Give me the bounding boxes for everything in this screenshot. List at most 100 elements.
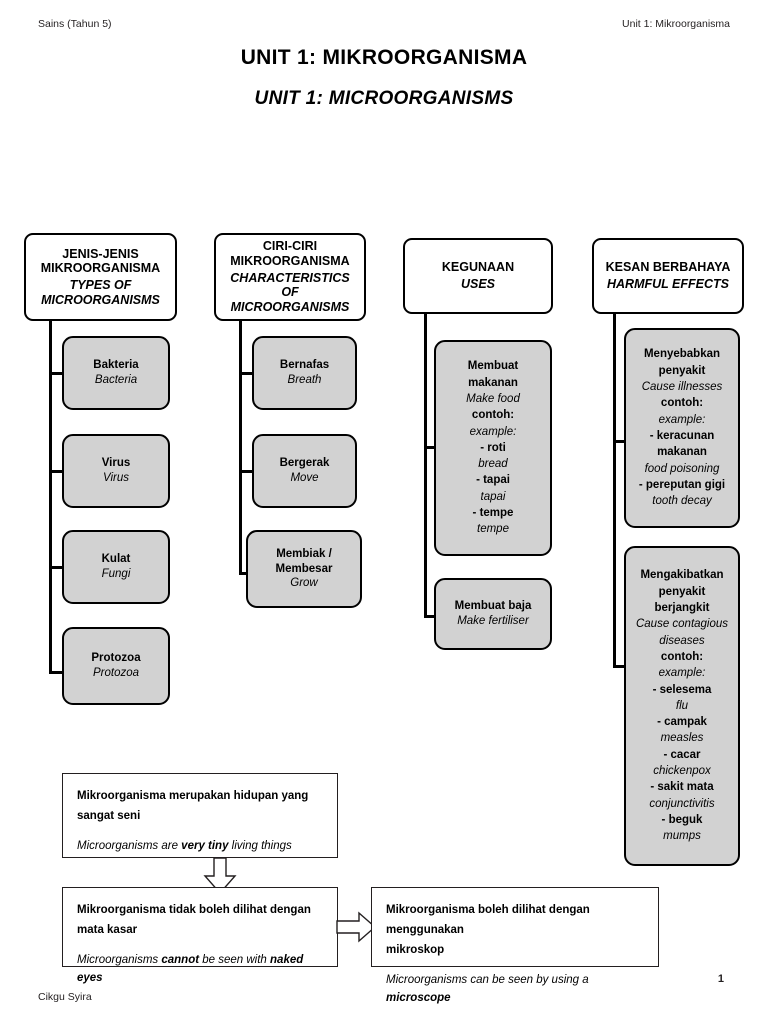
node-label-ms: - keracunan [649, 430, 715, 442]
node-label-en: Virus [103, 472, 129, 484]
statement-ms-line1: Mikroorganisma merupakan hidupan yang [77, 790, 309, 802]
node-label-ms: contoh: [660, 397, 704, 410]
statement-en-emphasis: microscope [386, 991, 451, 1004]
column-header-types[interactable]: JENIS-JENIS MIKROORGANISMA TYPES OF MICR… [24, 233, 177, 321]
connector-stub [49, 566, 63, 569]
node-protozoa[interactable]: Protozoa Protozoa [62, 627, 170, 705]
statement-en-pre: Microorganisms are [77, 840, 182, 853]
node-label-ms: contoh: [660, 650, 704, 663]
node-label-en: example: [469, 425, 517, 438]
node-virus[interactable]: Virus Virus [62, 434, 170, 508]
node-membiak-membesar[interactable]: Membiak / Membesar Grow [246, 530, 362, 608]
column-header-characteristics[interactable]: CIRI-CIRI MIKROORGANISMA CHARACTERISTICS… [214, 233, 366, 321]
node-label-en: Make fertiliser [457, 615, 529, 627]
node-label-ms: - tapai [476, 474, 510, 487]
connector-trunk-characteristics [239, 321, 242, 574]
node-label-en: tempe [477, 523, 509, 536]
statement-ms-line1: Mikroorganisma boleh dilihat dengan meng… [386, 904, 590, 937]
node-bergerak[interactable]: Bergerak Move [252, 434, 357, 508]
node-label-en: tapai [480, 490, 506, 503]
node-label-ms: Membiak / [276, 547, 332, 560]
column-header-harmful-effects[interactable]: KESAN BERBAHAYA HARMFUL EFFECTS [592, 238, 744, 314]
column-header-label-ms: CIRI-CIRI MIKROORGANISMA [230, 239, 350, 268]
node-penyakit-berjangkit[interactable]: Mengakibatkan penyakit berjangkit Cause … [624, 546, 740, 866]
page-title-english: UNIT 1: MICROORGANISMS [254, 88, 514, 109]
node-label-en: food poisoning [644, 462, 720, 475]
arrow-down-icon [203, 857, 237, 895]
node-label-en: conjunctivitis [649, 797, 715, 810]
statement-ms: Mikroorganisma merupakan hidupan yang sa… [77, 786, 323, 826]
statement-ms: Mikroorganisma tidak boleh dilihat denga… [77, 900, 323, 940]
statement-box-naked-eyes[interactable]: Mikroorganisma tidak boleh dilihat denga… [62, 887, 338, 984]
node-label-ms: - sakit mata [650, 781, 714, 794]
node-menyebabkan-penyakit[interactable]: Menyebabkan penyakit Cause illnesses con… [624, 328, 740, 528]
connector-stub [49, 372, 63, 375]
node-label-ms: Membuat makanan [467, 360, 519, 389]
node-label-en: Bacteria [94, 374, 138, 386]
column-header-label-en: TYPES OF MICROORGANISMS [41, 278, 160, 307]
footer-page-number: 1 [717, 973, 724, 985]
statement-box-microscope[interactable]: Mikroorganisma boleh dilihat dengan meng… [371, 887, 659, 1004]
statement-box-very-tiny[interactable]: Mikroorganisma merupakan hidupan yang sa… [62, 773, 338, 858]
column-header-label-en: CHARACTERISTICS OF MICROORGANISMS [230, 270, 350, 315]
column-header-uses[interactable]: KEGUNAAN USES [403, 238, 553, 314]
node-label-ms: Protozoa [91, 652, 141, 665]
node-label-ms: Virus [101, 457, 131, 470]
running-head-right: Unit 1: Mikroorganisma [622, 18, 730, 30]
statement-ms-line2: mikroskop [386, 944, 445, 957]
connector-stub [49, 671, 63, 674]
node-label-en: example: [658, 667, 706, 680]
column-header-label-en: USES [460, 277, 496, 291]
node-label-en: Protozoa [92, 667, 140, 679]
statement-en-post: living things [228, 840, 292, 853]
node-label-ms: - roti [480, 441, 506, 454]
node-label-ms: - selesema [652, 683, 712, 696]
statement-en-mid: be seen with [199, 954, 271, 967]
node-kulat[interactable]: Kulat Fungi [62, 530, 170, 604]
node-label-en: Make food [466, 392, 520, 405]
node-membuat-baja[interactable]: Membuat baja Make fertiliser [434, 578, 552, 650]
node-label-en: Cause illnesses [641, 381, 723, 394]
statement-en-emphasis-2: naked eyes [77, 954, 304, 984]
connector-stub [424, 615, 438, 618]
node-label-en: measles [660, 732, 704, 745]
column-header-label-ms: JENIS-JENIS MIKROORGANISMA [40, 246, 161, 276]
statement-en: Microorganisms cannot be seen with naked… [77, 952, 323, 987]
node-membuat-makanan[interactable]: Membuat makanan Make food contoh: exampl… [434, 340, 552, 556]
running-head: Sains (Tahun 5) Unit 1: Mikroorganisma [38, 18, 730, 30]
node-label-ms: - tempe [472, 507, 514, 520]
connector-stub [239, 372, 253, 375]
node-label-ms: Bakteria [93, 359, 139, 372]
node-label-en: bread [478, 458, 508, 471]
footer-author: Cikgu Syira [38, 991, 92, 1003]
node-label-en: Breath [287, 374, 322, 386]
connector-stub [239, 470, 253, 473]
node-label-ms: - pereputan gigi [638, 478, 726, 491]
node-label-ms: Menyebabkan [643, 348, 721, 361]
statement-ms-line2: sangat seni [77, 810, 141, 823]
node-label-ms: Membesar [275, 562, 333, 575]
node-label-ms: Bergerak [279, 457, 330, 470]
node-bakteria[interactable]: Bakteria Bacteria [62, 336, 170, 410]
node-label-ms: penyakit berjangkit [654, 585, 710, 614]
node-label-ms: Bernafas [279, 359, 330, 372]
running-head-left: Sains (Tahun 5) [38, 18, 112, 30]
connector-stub [49, 470, 63, 473]
connector-trunk-harmful [613, 314, 616, 668]
node-label-en: Fungi [101, 568, 131, 580]
statement-en-pre: Microorganisms can be seen by using a [386, 974, 589, 987]
node-label-en: Cause contagious [635, 618, 729, 631]
node-label-en: example: [658, 413, 706, 426]
statement-en-pre: Microorganisms [77, 954, 162, 967]
connector-stub [424, 446, 438, 449]
statement-en-emphasis: very tiny [181, 840, 229, 853]
page-title-malay: UNIT 1: MIKROORGANISMA [240, 46, 528, 69]
connector-trunk-uses [424, 314, 427, 617]
node-label-en: diseases [659, 634, 705, 647]
statement-en: Microorganisms are very tiny living thin… [77, 838, 323, 855]
node-bernafas[interactable]: Bernafas Breath [252, 336, 357, 410]
connector-trunk-types [49, 321, 52, 673]
node-label-ms: Membuat baja [454, 600, 532, 613]
node-label-ms: penyakit [658, 364, 706, 377]
statement-ms-line2: mata kasar [77, 924, 138, 937]
